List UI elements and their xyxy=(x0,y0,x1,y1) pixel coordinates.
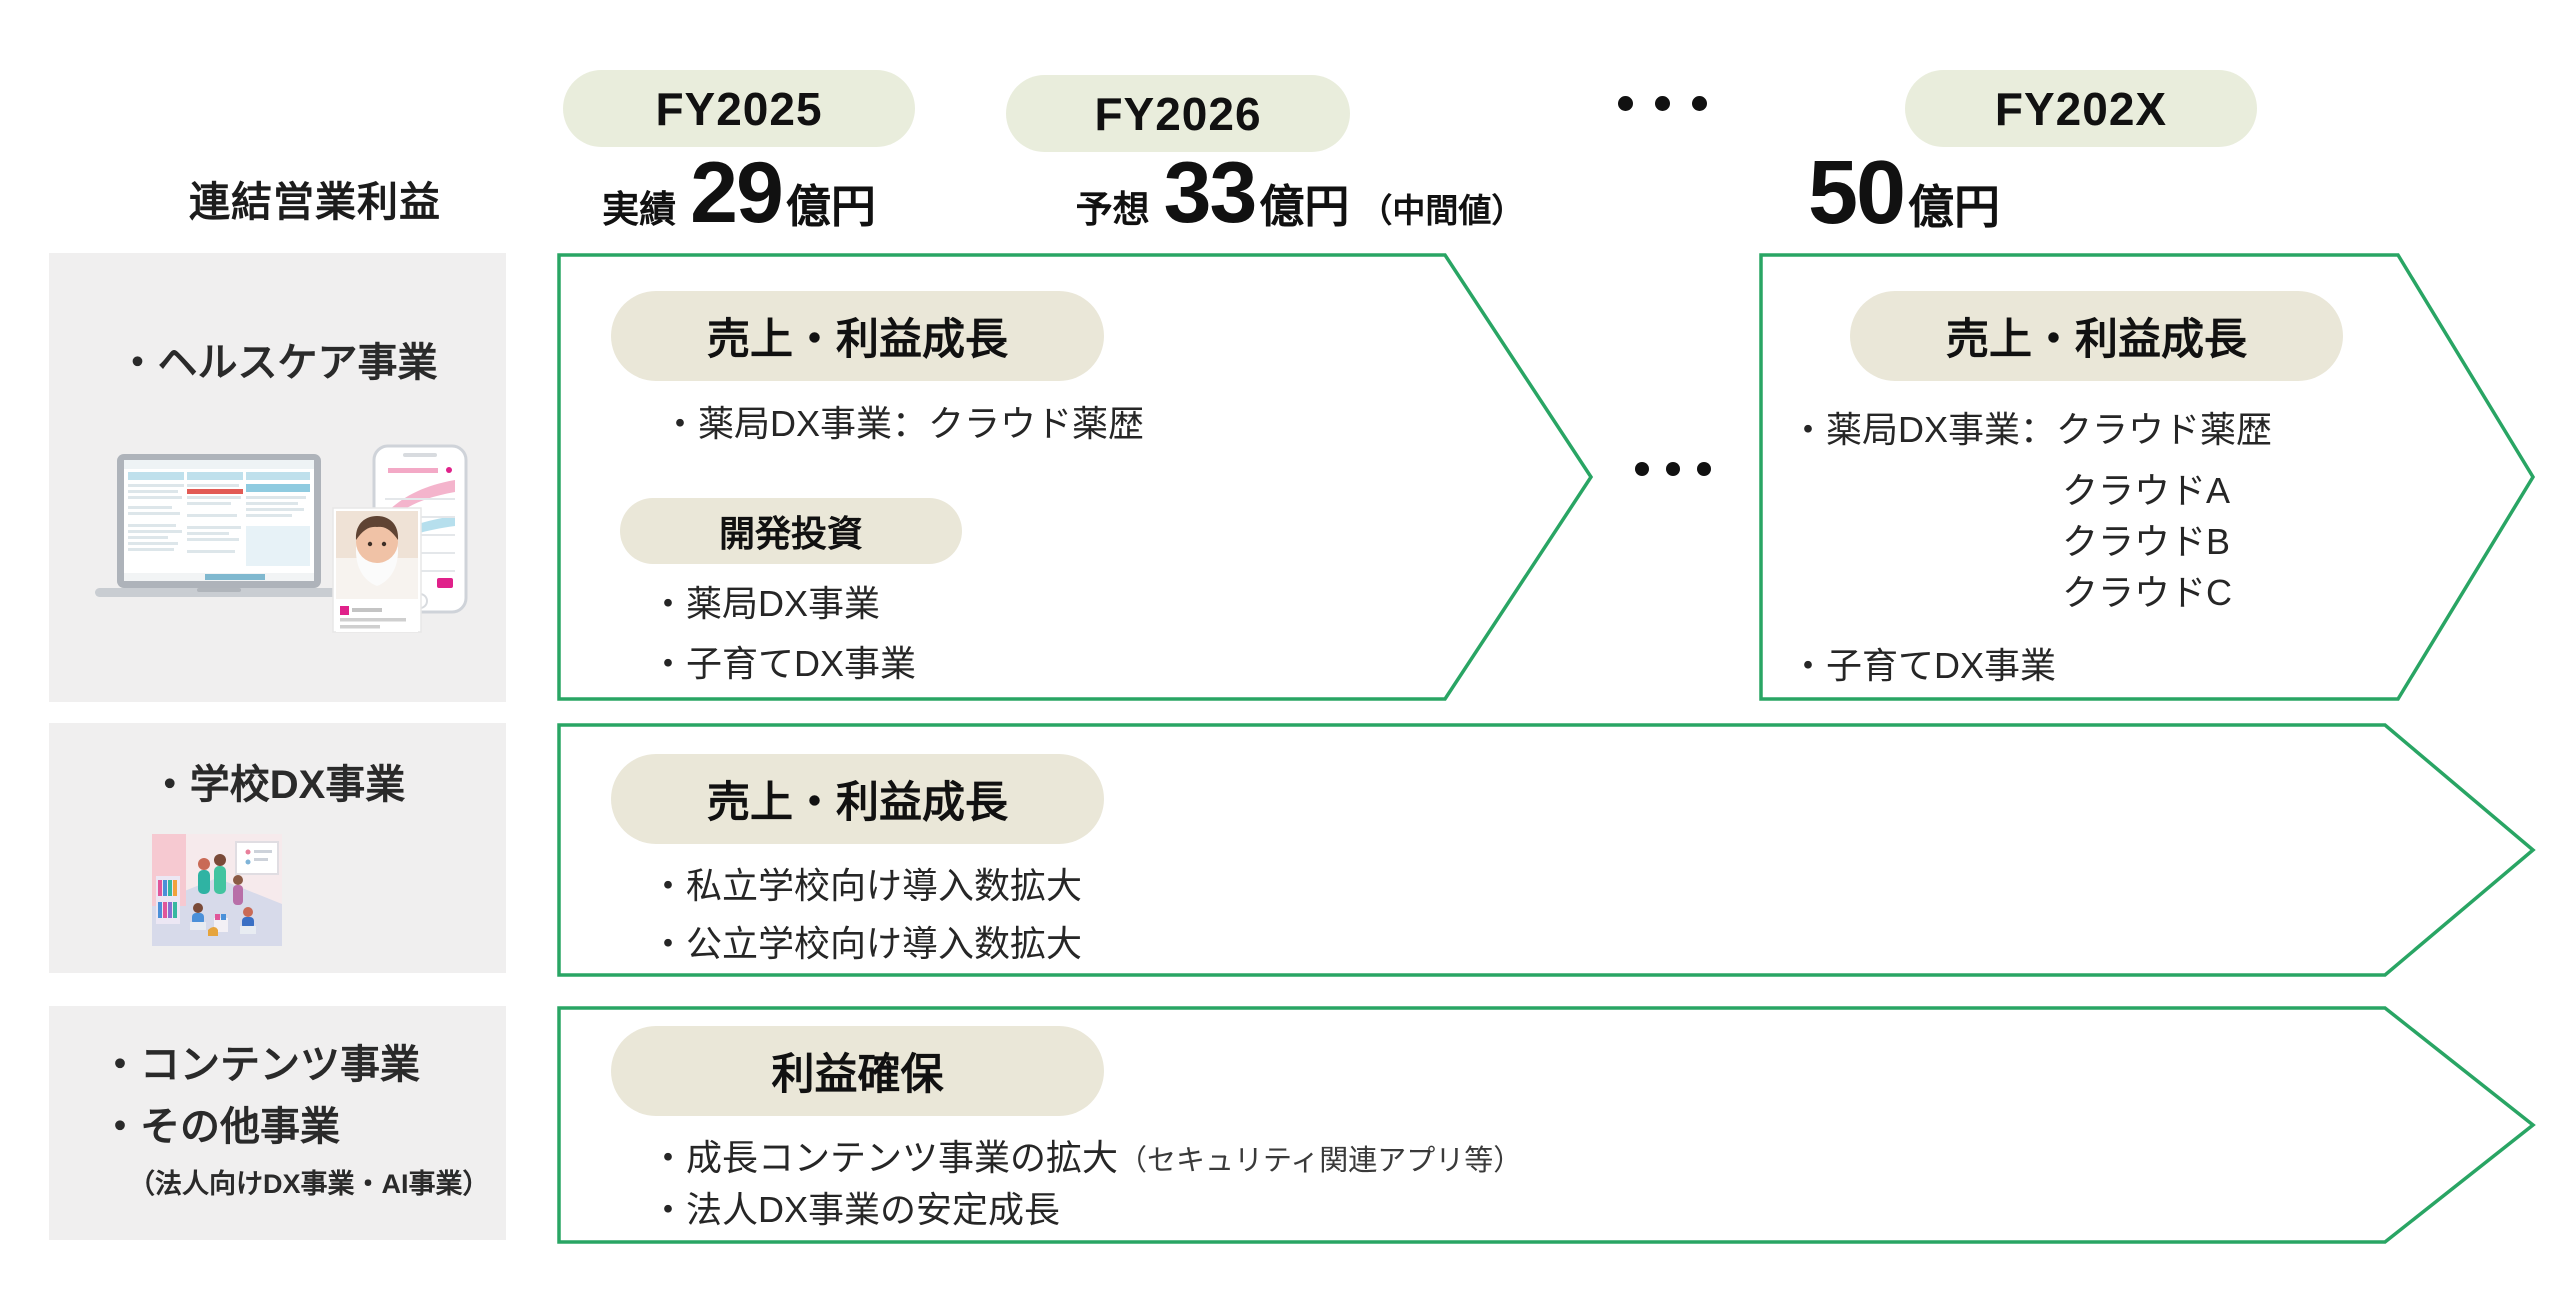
healthcare-future-cloud-a: クラウドA xyxy=(2062,470,2231,511)
fy202x-amount: 50 億円 xyxy=(1754,148,2054,238)
healthcare-future-item-childcare: ・子育てDX事業 xyxy=(1790,645,2057,686)
content-segment-panel xyxy=(49,1006,506,1240)
fy202x-amount-unit: 億円 xyxy=(1908,181,2001,233)
content-item-corporate: ・法人DX事業の安定成長 xyxy=(650,1189,1061,1230)
fy2025-pill: FY2025 xyxy=(563,70,915,147)
healthcare-now-growth-badge: 売上・利益成長 xyxy=(611,291,1104,381)
school-classroom-illustration xyxy=(152,834,282,946)
healthcare-now-item-pharmacy-cloud: ・薬局DX事業：クラウド薬歴 xyxy=(662,403,1145,444)
fy2025-amount-prefix: 実績 xyxy=(602,189,677,230)
healthcare-now-item-pharmacy: ・薬局DX事業 xyxy=(650,583,881,624)
consolidated-operating-profit-header: 連結営業利益 xyxy=(189,179,441,225)
healthcare-future-cloud-b: クラウドB xyxy=(2062,521,2231,562)
content-segment-label-2: ・その他事業 xyxy=(100,1105,340,1149)
school-growth-badge: 売上・利益成長 xyxy=(611,754,1104,844)
healthcare-now-item-childcare: ・子育てDX事業 xyxy=(650,643,917,684)
content-item-growth: ・成長コンテンツ事業の拡大（セキュリティ関連アプリ等） xyxy=(650,1140,1522,1176)
healthcare-segment-label: ・ヘルスケア事業 xyxy=(117,341,438,385)
healthcare-future-growth-badge: 売上・利益成長 xyxy=(1850,291,2343,381)
fy202x-amount-value: 50 xyxy=(1807,143,1906,243)
laptop-image xyxy=(95,454,343,597)
ellipsis-dots-mid xyxy=(1635,462,1711,476)
healthcare-future-item-pharmacy-cloud: ・薬局DX事業：クラウド薬歴 xyxy=(1790,409,2273,450)
fy2026-amount-prefix: 予想 xyxy=(1075,189,1150,230)
fy2026-amount-note: （中間値） xyxy=(1359,192,1525,229)
content-item-growth-main: ・成長コンテンツ事業の拡大 xyxy=(650,1137,1119,1178)
fy2026-amount-unit: 億円 xyxy=(1259,181,1350,232)
content-profit-badge: 利益確保 xyxy=(611,1026,1104,1116)
content-item-growth-note: （セキュリティ関連アプリ等） xyxy=(1118,1145,1523,1177)
fy2026-amount-value: 33 xyxy=(1163,145,1258,241)
healthcare-product-images xyxy=(95,444,468,633)
healthcare-future-cloud-c: クラウドC xyxy=(2062,572,2232,613)
fy2026-amount: 予想 33 億円 （中間値） xyxy=(1020,145,1580,241)
content-segment-label-1: ・コンテンツ事業 xyxy=(100,1043,420,1087)
school-item-private: ・私立学校向け導入数拡大 xyxy=(650,865,1083,906)
school-item-public: ・公立学校向け導入数拡大 xyxy=(650,923,1083,964)
fy2025-amount: 実績 29 億円 xyxy=(563,145,915,241)
fy2025-amount-unit: 億円 xyxy=(785,181,876,232)
fy2025-amount-value: 29 xyxy=(690,145,784,241)
fy2026-pill: FY2026 xyxy=(1006,75,1350,152)
ellipsis-dots-top xyxy=(1618,96,1707,111)
content-segment-note: （法人向けDX事業・AI事業） xyxy=(128,1169,490,1199)
fy202x-pill: FY202X xyxy=(1905,70,2257,147)
school-segment-label: ・学校DX事業 xyxy=(149,763,406,807)
baby-photo-card-image xyxy=(332,507,422,633)
healthcare-now-invest-badge: 開発投資 xyxy=(620,498,962,564)
